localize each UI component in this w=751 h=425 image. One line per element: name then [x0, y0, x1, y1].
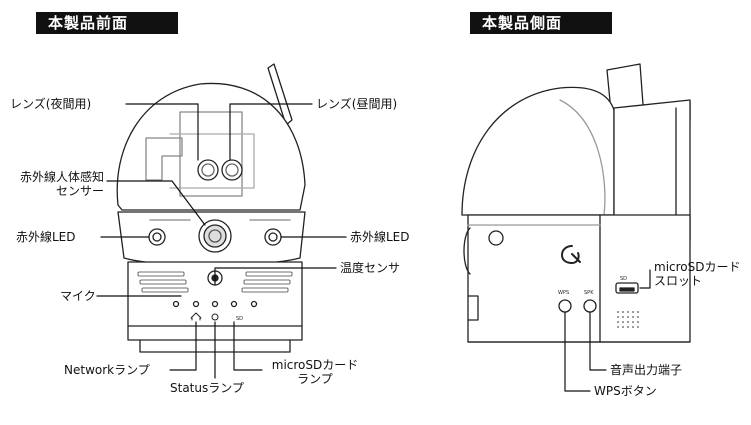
label-lens-night: レンズ(夜間用): [10, 97, 92, 111]
label-sd-lamp-line2: ランプ: [297, 372, 333, 386]
label-sd-lamp-line1: microSDカード: [271, 358, 359, 372]
label-ir-human-sensor: 赤外線人体感知 センサー: [4, 170, 104, 198]
label-sd-slot-line1: microSDカード: [654, 260, 741, 274]
side-wps-mark: WPS: [558, 290, 569, 296]
label-status-lamp: Statusランプ: [170, 381, 244, 395]
label-speaker-terminal: 音声出力端子: [610, 363, 683, 377]
label-ir-human-sensor-line1: 赤外線人体感知: [19, 170, 104, 184]
front-lens-day: [221, 159, 243, 181]
side-view-title: 本製品側面: [470, 12, 612, 34]
front-ir-led-left: [148, 228, 166, 246]
side-logo-icon: [561, 245, 581, 264]
side-sd-mark: SD: [620, 276, 627, 282]
front-ir-led-right: [264, 228, 282, 246]
label-ir-led-right: 赤外線LED: [350, 230, 410, 244]
front-mic-grille-right: [241, 271, 293, 293]
front-sd-mark: SD: [236, 316, 243, 322]
label-ir-human-sensor-line2: センサー: [55, 184, 104, 198]
label-network-lamp: Networkランプ: [64, 363, 150, 377]
side-spk-mark: SPK: [584, 290, 594, 296]
label-temp-sensor: 温度センサ: [340, 261, 401, 275]
side-spk-jack: [583, 299, 597, 313]
label-sd-slot-line2: スロット: [654, 274, 703, 288]
front-lens-window: [179, 111, 243, 197]
front-status-mark: [211, 313, 219, 321]
label-lens-day: レンズ(昼間用): [316, 97, 398, 111]
front-status-led: [211, 300, 219, 308]
front-lens-window-flange: [145, 137, 183, 181]
side-front-led: [488, 230, 504, 246]
side-camera-body: [461, 63, 691, 343]
side-wps-button: [558, 299, 572, 313]
label-mic: マイク: [60, 289, 96, 303]
callout-lines: [96, 103, 651, 392]
front-sd-led: [230, 300, 238, 308]
front-view-title: 本製品前面: [36, 12, 178, 34]
label-wps-button: WPSボタン: [594, 384, 657, 398]
front-mic-grille-left: [137, 271, 189, 293]
front-network-mark: [190, 312, 202, 321]
front-dome: [116, 82, 306, 211]
side-speaker-grille: [617, 311, 639, 328]
label-ir-led-left: 赤外線LED: [16, 230, 76, 244]
front-antenna: [267, 63, 293, 126]
front-lens-night: [197, 159, 219, 181]
side-dome: [461, 86, 615, 216]
label-sd-lamp: microSDカード ランプ: [265, 358, 365, 386]
front-network-led: [192, 300, 200, 308]
label-sd-slot: microSDカード スロット: [654, 260, 741, 288]
front-camera-body: [116, 63, 306, 353]
